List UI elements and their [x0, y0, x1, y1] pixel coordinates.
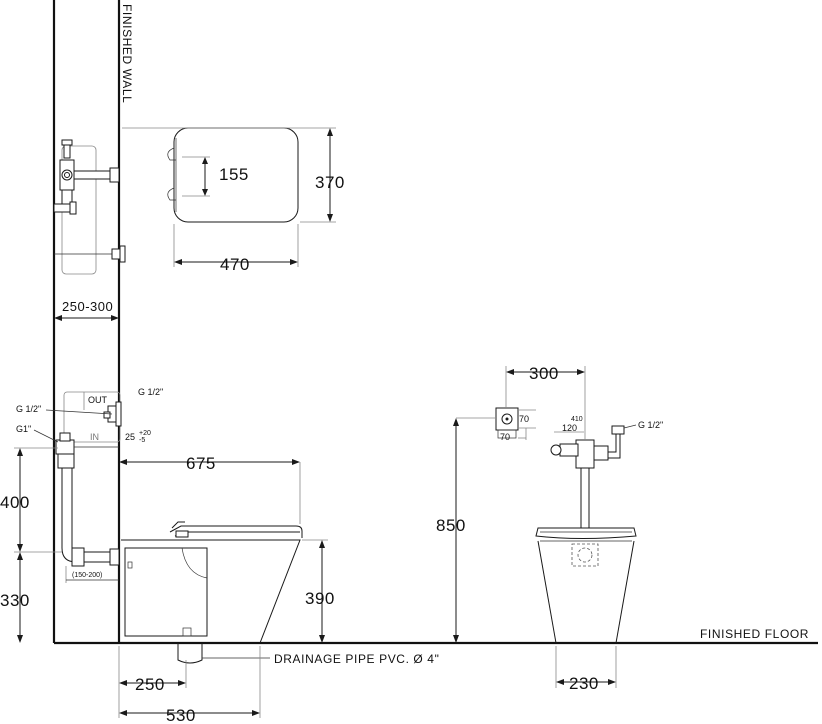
dim-base-length: 530	[166, 706, 196, 724]
dim-box-70-a: 70	[519, 414, 529, 424]
dim-tank-height: 400	[0, 493, 30, 512]
label-in: IN	[90, 432, 99, 442]
wall-valve-assembly	[53, 139, 126, 275]
toilet-side-view	[121, 462, 303, 664]
label-in-offset-plus: +20	[139, 430, 151, 437]
dim-base-width: 230	[569, 674, 599, 693]
dim-seat-width: 470	[220, 255, 250, 274]
finished-wall-label: FINISHED WALL	[120, 4, 134, 103]
dim-small-410: 410	[571, 416, 583, 423]
label-g-one: G1"	[16, 424, 31, 434]
dim-inlet-height: 330	[0, 591, 30, 610]
label-range-small: (150-200)	[72, 572, 102, 579]
finished-floor-label: FINISHED FLOOR	[700, 627, 809, 641]
flush-pipe-assembly	[55, 391, 122, 583]
label-out: OUT	[88, 395, 108, 405]
dim-valve-spacing: 300	[529, 364, 559, 383]
dim-bowl-height: 390	[305, 589, 335, 608]
dim-box-70-b: 70	[500, 432, 510, 442]
label-in-offset-minus: -5	[139, 437, 145, 444]
dim-total-height: 850	[436, 516, 466, 535]
dim-drain-offset: 250	[135, 675, 165, 694]
dim-seat-height: 370	[315, 173, 345, 192]
dim-small-120: 120	[562, 423, 577, 433]
dim-bowl-length: 675	[186, 454, 216, 473]
label-in-offset: 25	[125, 432, 135, 442]
toilet-front-view	[456, 407, 637, 644]
dim-seat-inner: 155	[219, 165, 249, 184]
drainage-pipe-label: DRAINAGE PIPE PVC. Ø 4"	[274, 652, 439, 666]
dim-wall-depth: 250-300	[62, 299, 113, 314]
label-g-half-left: G 1/2"	[16, 404, 41, 414]
label-g-half-top: G 1/2"	[138, 387, 163, 397]
seat-plan-view	[122, 127, 336, 267]
label-g-half-right: G 1/2"	[638, 420, 663, 430]
